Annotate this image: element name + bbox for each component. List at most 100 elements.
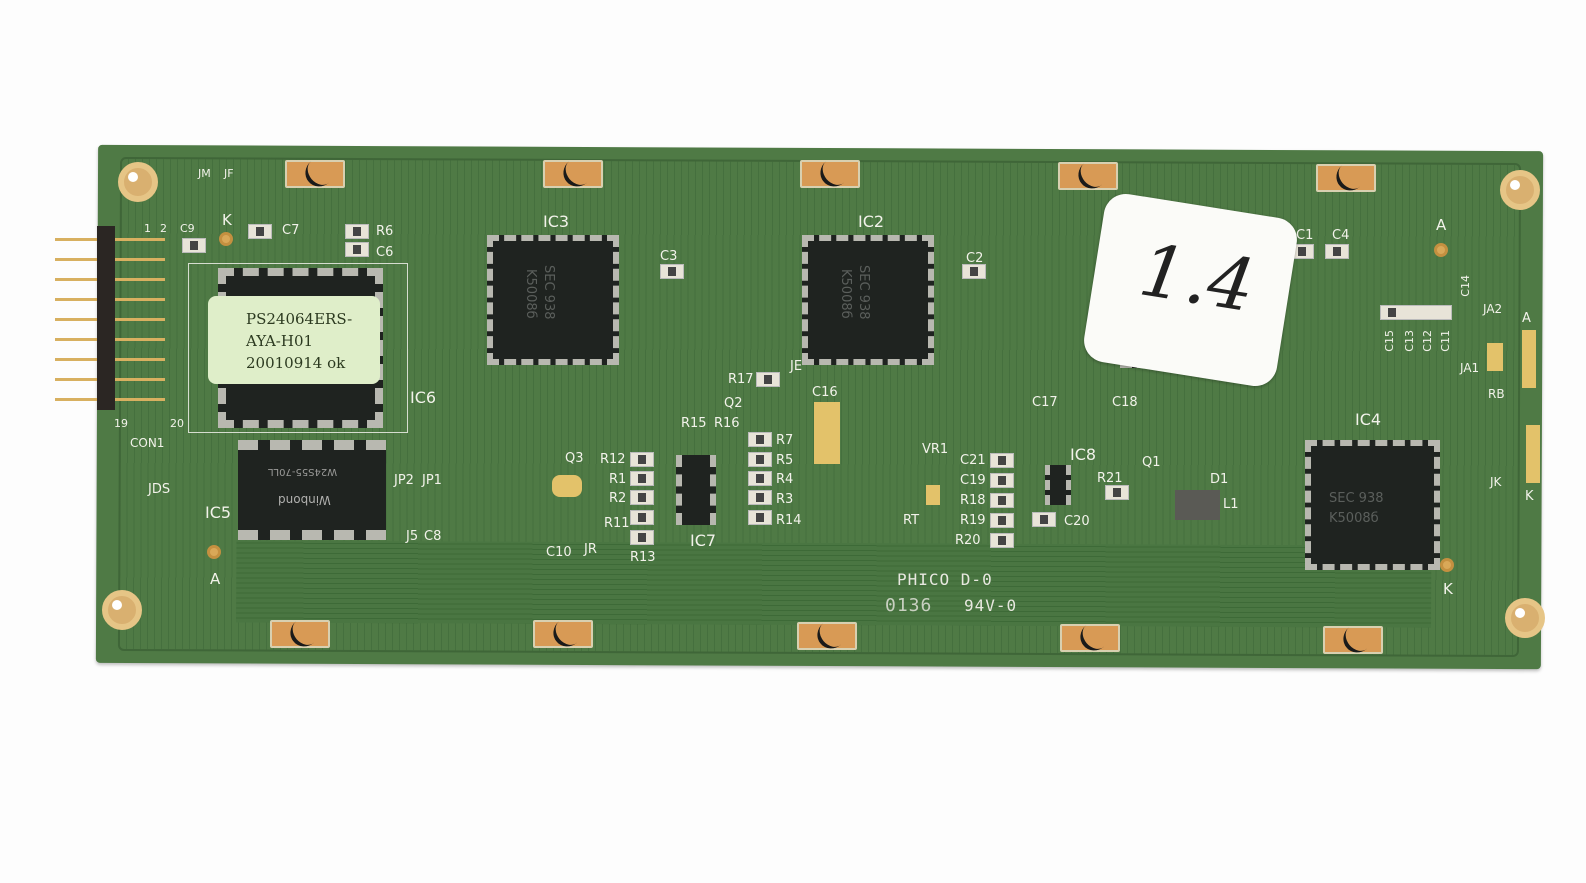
label-jr: JR [584,542,597,557]
label-je: JE [790,359,803,374]
label-r1: R1 [609,472,627,487]
module-label-line3: 20010914 ok [246,354,346,372]
label-c11: C11 [1439,330,1452,352]
capacitor-c16-pad [814,402,840,464]
label-jp2: JP2 [394,473,414,488]
resistor-r13 [630,530,654,545]
a-pad [1522,330,1536,388]
capacitor-c7 [248,224,272,239]
label-c1: C1 [1296,228,1314,243]
label-k: K [222,211,232,229]
mounting-hole [118,162,158,202]
resistor-r1 [630,471,654,486]
mount-tab [285,160,345,188]
mount-tab [1058,162,1118,190]
label-pin1: 1 [144,222,151,235]
chip-marking: SEC 938 [541,265,556,320]
label-r3: R3 [776,492,794,507]
mount-tab [800,160,860,188]
chip-part: K5008б [838,269,853,319]
mounting-hole [1500,170,1540,210]
label-r17: R17 [728,372,754,387]
lcd-contact-strip [236,540,1432,628]
module-label-line1: PS24064ERS- [246,310,353,328]
module-label: PS24064ERS- AYA-H01 20010914 ok [208,296,380,384]
label-c13: C13 [1403,330,1416,352]
resistor-r21 [1105,485,1129,500]
label-c9: C9 [180,222,195,235]
chip-ic5: W24S55-70LL Winbond [238,440,386,540]
handwritten-sticker: 1.4 [1080,190,1301,390]
chip-part: K5008б [1329,511,1379,526]
capacitor-c2 [962,264,986,279]
label-r4: R4 [776,472,794,487]
mount-tab [1316,164,1376,192]
module-label-line2: AYA-H01 [246,332,314,350]
resistor-r17 [756,372,780,387]
capacitor-c9 [182,238,206,253]
capacitor-c3 [660,264,684,279]
label-r12: R12 [600,452,626,467]
label-c7: C7 [282,223,300,238]
label-r6: R6 [376,224,394,239]
label-ic7: IC7 [690,531,717,550]
label-r2: R2 [609,491,627,506]
chip-ic3: SEC 938 K5008б [487,235,619,365]
mount-tab [797,622,857,650]
label-ic6: IC6 [410,388,437,407]
mount-tab [543,160,603,188]
label-jk: JK [1490,475,1502,489]
label-ic8: IC8 [1070,445,1097,464]
label-rt: RT [903,513,920,528]
capacitor-c20 [1032,512,1056,527]
label-ja2: JA2 [1483,302,1503,316]
label-r5: R5 [776,453,794,468]
resistor-r4 [748,471,772,486]
resistor-r7 [748,432,772,447]
mounting-hole [102,590,142,630]
label-c14: C14 [1459,275,1472,297]
label-r20: R20 [955,533,981,548]
label-a-top: A [1436,216,1447,234]
label-c17: C17 [1032,395,1058,410]
label-r21: R21 [1097,471,1123,486]
k-pad [1526,425,1540,483]
inductor-l1 [1175,490,1220,520]
resistor-r11 [630,510,654,525]
label-a-right: A [1522,311,1531,326]
label-r11: R11 [604,516,630,531]
capacitor-c6 [345,242,369,257]
chip-ic7 [676,455,716,525]
resistor-r18 [990,493,1014,508]
mount-tab [1060,624,1120,652]
label-r15: R15 [681,416,707,431]
capacitor-c4 [1325,244,1349,259]
label-r13: R13 [630,550,656,565]
sticker-text: 1.4 [1134,227,1261,329]
label-j5: J5 [406,529,419,544]
label-ic4: IC4 [1355,410,1382,429]
label-ic2: IC2 [858,212,885,231]
resistor-r5 [748,452,772,467]
resistor-r19 [990,513,1014,528]
label-r18: R18 [960,493,986,508]
label-d1: D1 [1210,472,1229,487]
label-c21: C21 [960,453,986,468]
label-c8: C8 [424,529,442,544]
label-q2: Q2 [724,396,743,411]
chip-marking: SEC 938 [1329,491,1384,506]
label-pin20: 20 [170,417,184,430]
via [1434,243,1448,257]
resistor-r12 [630,452,654,467]
capacitor-array [1380,305,1452,320]
chip-ic8 [1045,465,1071,505]
label-k-bottom: K [1443,580,1453,598]
label-c12: C12 [1421,330,1434,352]
label-c18: C18 [1112,395,1138,410]
resistor-r2 [630,490,654,505]
capacitor-c19 [990,473,1014,488]
label-c20: C20 [1064,514,1090,529]
chip-ic6-outline [188,263,408,433]
label-rb: RB [1488,387,1505,401]
ja1-pad [1487,343,1503,371]
